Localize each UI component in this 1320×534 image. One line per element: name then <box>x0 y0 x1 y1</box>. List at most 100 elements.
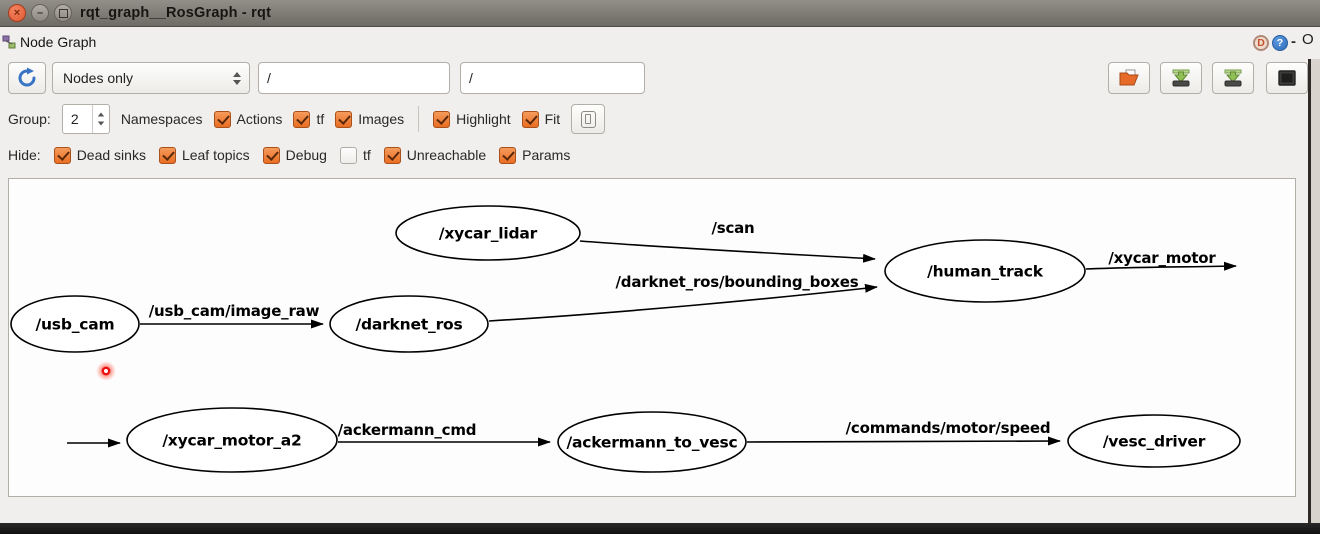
checkbox-label: Highlight <box>456 111 511 127</box>
refresh-button[interactable] <box>8 62 46 94</box>
graph-edge-xycar_motor <box>1085 261 1237 271</box>
checked-checkbox-icon[interactable] <box>499 146 517 164</box>
checked-checkbox-icon[interactable] <box>293 110 311 128</box>
save-dot-icon <box>1172 69 1190 87</box>
edge-label-scan: /scan <box>711 219 754 237</box>
checkbox-unreachable[interactable]: Unreachable <box>383 146 487 164</box>
group-checkboxes: Actions tf Images <box>213 110 405 128</box>
graph-node-ackermann_to_vesc[interactable] <box>557 411 747 473</box>
pane-minimize-glyph[interactable]: - <box>1291 33 1296 50</box>
panel-header: Node Graph D ? - O <box>0 27 1320 59</box>
checkbox-label: Params <box>522 147 571 163</box>
combo-arrows-icon <box>233 71 241 85</box>
fit-in-view-icon <box>580 110 596 128</box>
graph-node-human_track[interactable] <box>884 239 1086 303</box>
open-file-icon <box>1119 69 1139 86</box>
save-svg-button[interactable] <box>1212 62 1254 94</box>
window-right-edge <box>1308 59 1320 523</box>
checked-checkbox-icon[interactable] <box>53 146 71 164</box>
hide-checkboxes: Dead sinks Leaf topics Debug tf Unreachable P… <box>53 146 571 164</box>
panel-title: Node Graph <box>20 34 97 50</box>
checkbox-images[interactable]: Images <box>335 110 405 128</box>
save-image-button[interactable] <box>1266 62 1308 94</box>
checkbox-label: Images <box>358 111 405 127</box>
checkbox-params[interactable]: Params <box>499 146 571 164</box>
node-label-ackermann_to_vesc: /ackermann_to_vesc <box>566 434 737 452</box>
checkbox-label: Dead sinks <box>76 147 146 163</box>
graph-node-darknet_ros[interactable] <box>329 295 489 353</box>
topic-filter-input[interactable] <box>460 62 645 94</box>
group-depth-spinner[interactable]: 2 <box>61 104 110 134</box>
checked-checkbox-icon[interactable] <box>335 110 353 128</box>
checkbox-tf[interactable]: tf <box>293 110 325 128</box>
maximize-icon[interactable] <box>54 4 72 22</box>
toolbar: Nodes only <box>0 59 1320 99</box>
graph-type-value: Nodes only <box>63 70 134 86</box>
minimize-icon[interactable]: – <box>31 4 49 22</box>
unchecked-checkbox-icon[interactable] <box>339 146 357 164</box>
node-label-human_track: /human_track <box>927 263 1044 281</box>
fit-in-view-button[interactable] <box>571 104 606 134</box>
save-svg-icon <box>1224 69 1242 87</box>
graph-node-xycar_lidar[interactable] <box>395 205 581 261</box>
pane-float-glyph[interactable]: O <box>1302 31 1314 48</box>
graph-edge-scan <box>579 240 876 263</box>
checkbox-actions[interactable]: Actions <box>213 110 283 128</box>
checkbox-label: Actions <box>236 111 283 127</box>
status-strip <box>0 497 1320 523</box>
checked-checkbox-icon[interactable] <box>383 146 401 164</box>
node-label-xycar_lidar: /xycar_lidar <box>439 225 538 243</box>
namespaces-label: Namespaces <box>120 111 203 127</box>
save-dot-button[interactable] <box>1160 62 1202 94</box>
close-icon[interactable]: × <box>8 4 26 22</box>
node-graph-plugin-icon <box>2 35 16 49</box>
graph-node-usb_cam[interactable] <box>10 295 140 353</box>
graph-canvas[interactable]: /scan/darknet_ros/bounding_boxes/usb_cam… <box>8 178 1296 497</box>
group-label: Group: <box>8 111 51 127</box>
checkbox-leaf-topics[interactable]: Leaf topics <box>158 146 250 164</box>
checkbox-highlight[interactable]: Highlight <box>433 110 511 128</box>
edge-label-bounding_boxes: /darknet_ros/bounding_boxes <box>616 273 859 291</box>
checkbox-label: tf <box>316 111 325 127</box>
node-label-darknet_ros: /darknet_ros <box>356 316 463 334</box>
window-titlebar: × – rqt_graph__RosGraph - rqt <box>0 0 1320 27</box>
open-dot-button[interactable] <box>1108 62 1150 94</box>
help-icon[interactable]: ? <box>1272 35 1288 51</box>
edge-label-image_raw: /usb_cam/image_raw <box>149 302 320 320</box>
graph-type-select[interactable]: Nodes only <box>52 62 250 94</box>
node-label-xycar_motor_a2: /xycar_motor_a2 <box>162 432 301 450</box>
checkbox-fit[interactable]: Fit <box>521 110 560 128</box>
graph-edge-commands_motor_speed <box>746 436 1061 446</box>
graph-node-vesc_driver[interactable] <box>1067 414 1241 468</box>
checked-checkbox-icon[interactable] <box>521 110 539 128</box>
cursor-highlight-ring <box>101 366 111 376</box>
checked-checkbox-icon[interactable] <box>433 110 451 128</box>
edge-label-ackermann_cmd: /ackermann_cmd <box>338 421 477 439</box>
window-title: rqt_graph__RosGraph - rqt <box>80 5 272 21</box>
checkbox-debug[interactable]: Debug <box>262 146 327 164</box>
badge-d-icon: D <box>1253 35 1269 51</box>
checkbox-tf[interactable]: tf <box>339 146 371 164</box>
spinner-arrows-icon[interactable] <box>91 105 109 133</box>
screen-bottom-bar <box>0 523 1320 534</box>
checkbox-dead-sinks[interactable]: Dead sinks <box>53 146 146 164</box>
node-label-usb_cam: /usb_cam <box>36 316 115 334</box>
node-filter-input[interactable] <box>258 62 450 94</box>
checked-checkbox-icon[interactable] <box>213 110 231 128</box>
checkbox-label: tf <box>362 147 371 163</box>
node-graph-svg: /scan/darknet_ros/bounding_boxes/usb_cam… <box>10 205 1241 473</box>
save-image-icon <box>1278 70 1296 86</box>
graph-edge-bounding_boxes <box>488 283 878 322</box>
checkbox-label: Unreachable <box>406 147 487 163</box>
toolbar-separator <box>418 106 420 132</box>
refresh-icon <box>18 67 36 87</box>
checked-checkbox-icon[interactable] <box>158 146 176 164</box>
checkbox-label: Leaf topics <box>181 147 250 163</box>
edge-label-commands_motor_speed: /commands/motor/speed <box>846 419 1051 437</box>
node-label-vesc_driver: /vesc_driver <box>1103 433 1206 451</box>
graph-node-xycar_motor_a2[interactable] <box>126 407 338 473</box>
checkbox-label: Debug <box>285 147 327 163</box>
checked-checkbox-icon[interactable] <box>262 146 280 164</box>
edge-label-xycar_motor: /xycar_motor <box>1108 249 1216 267</box>
